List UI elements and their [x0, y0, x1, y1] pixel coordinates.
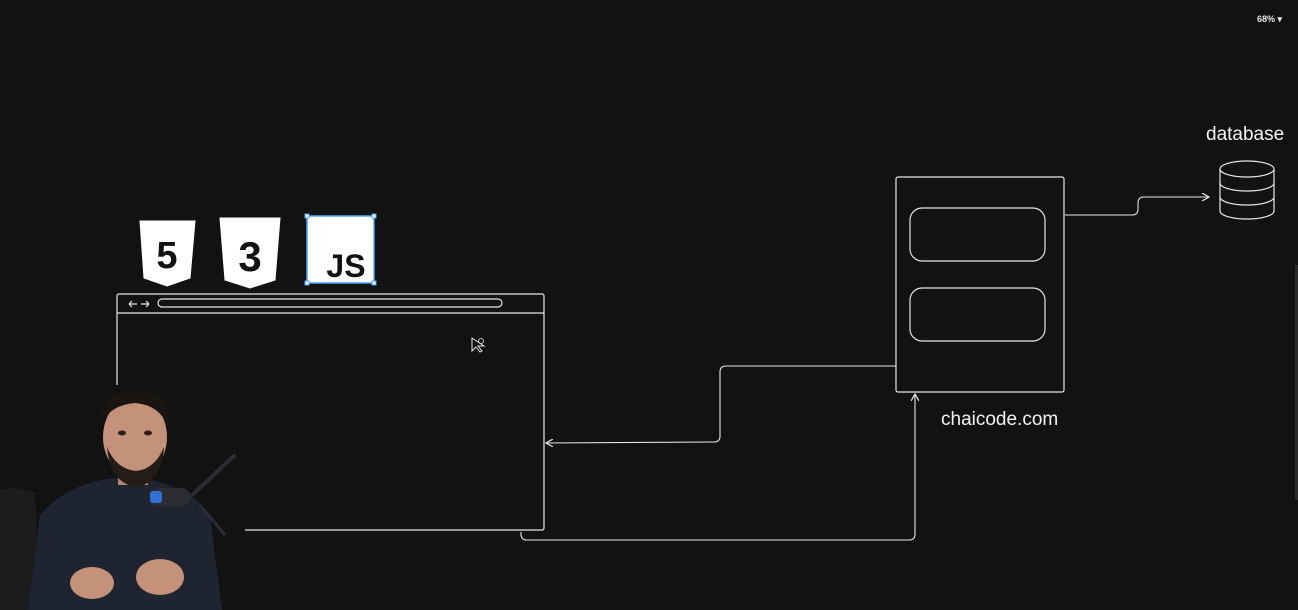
js-glyph: JS: [326, 248, 365, 284]
server-box[interactable]: [895, 176, 1065, 393]
database-icon[interactable]: [1219, 160, 1275, 220]
javascript-icon[interactable]: JS: [304, 213, 377, 286]
back-arrow-icon: [128, 300, 137, 308]
database-label: database: [1206, 124, 1285, 145]
html5-glyph: 5: [156, 235, 177, 277]
css3-glyph: 3: [238, 233, 261, 280]
server-slot-2: [909, 287, 1046, 342]
vertical-scrollbar[interactable]: [1295, 265, 1298, 500]
zoom-control[interactable]: 68% ▾: [1257, 14, 1282, 25]
selection-handle: [371, 280, 377, 286]
zoom-level: 68%: [1256, 14, 1275, 24]
forward-arrow-icon: [141, 300, 150, 308]
chevron-down-icon: ▾: [1277, 14, 1282, 24]
arrow-server-to-browser[interactable]: [546, 365, 896, 443]
selection-handle: [304, 213, 310, 219]
selection-handle: [371, 213, 377, 219]
server-slot-1: [909, 207, 1046, 262]
html5-icon[interactable]: 5: [139, 220, 196, 287]
selection-handle: [304, 280, 310, 286]
arrow-browser-to-server[interactable]: [520, 394, 915, 541]
presenter-webcam: [0, 385, 245, 610]
cursor-icon: [471, 337, 486, 353]
css3-icon[interactable]: 3: [219, 217, 281, 289]
browser-address-bar: [157, 298, 503, 308]
server-label: chaicode.com: [941, 409, 1059, 430]
arrow-server-to-database[interactable]: [1065, 197, 1209, 216]
